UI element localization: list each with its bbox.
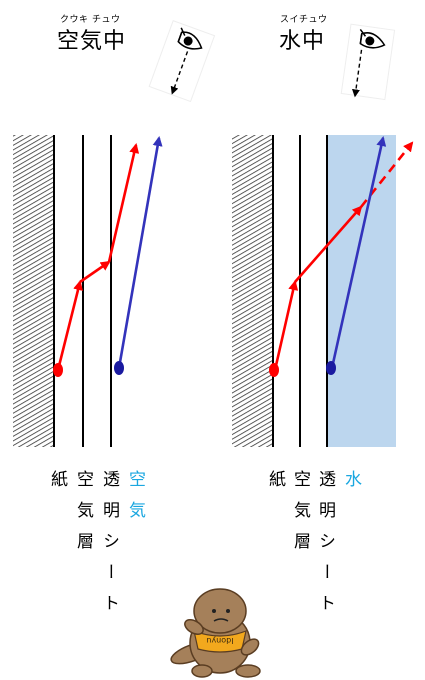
red-ray-segment-3 <box>107 143 140 263</box>
panel-title-air: 空気中 <box>57 29 127 54</box>
label-air-layer-right: 空気層 <box>290 470 310 563</box>
paper-hatch-right <box>232 135 273 447</box>
mascot-illustration: Idonyu <box>170 588 261 678</box>
blue-dot <box>114 361 124 375</box>
blue-ray-right <box>330 136 387 369</box>
red-ray-right <box>273 280 299 371</box>
panel-title-water: 水中 <box>279 29 326 54</box>
red-dot <box>53 363 63 377</box>
label-air-layer: 空気層 <box>73 470 93 563</box>
title-ruby-right: チュウ <box>92 15 121 25</box>
label-sheet-right: 透明シート <box>315 470 335 625</box>
title-ruby-left: クウキ <box>60 15 89 25</box>
eye-icon <box>148 20 216 103</box>
eye-icon-right <box>340 23 396 101</box>
red-ray-right-dashed <box>359 141 414 208</box>
label-paper: 紙 <box>47 470 67 501</box>
red-dot-right <box>269 363 279 377</box>
title-ruby-water: スイチュウ <box>280 15 328 25</box>
red-ray <box>56 280 83 371</box>
label-paper-right: 紙 <box>265 470 285 501</box>
blue-dot-right <box>326 361 336 375</box>
blue-ray <box>117 136 163 369</box>
mascot-scarf-text: Idonyu <box>206 636 233 645</box>
label-medium-air: 空気 <box>125 470 145 532</box>
right-panel <box>232 23 414 447</box>
left-panel <box>13 20 216 447</box>
red-ray-segment-2 <box>79 260 111 284</box>
water-region <box>327 135 396 447</box>
label-sheet: 透明シート <box>99 470 119 625</box>
paper-hatch <box>13 135 54 447</box>
label-medium-water: 水 <box>341 470 361 501</box>
red-ray-right-segment-2 <box>294 205 363 283</box>
